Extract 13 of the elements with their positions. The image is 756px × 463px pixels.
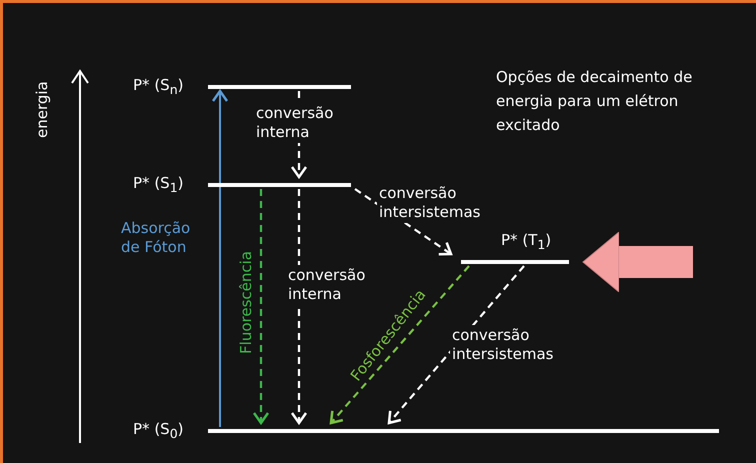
level-label: P* (S$_{1}$) [133,174,184,197]
arrow [330,265,470,424]
level-label: P* (S$_{n}$) [133,76,184,99]
arrow [212,90,228,427]
edge-label: Absorção de Fóton [121,219,192,257]
note-text: Opções de decaimento de energia para um elétron excitado [496,67,694,136]
arrow [388,265,525,424]
block-arrow [582,232,693,292]
edge-label: Fluorescência [236,251,256,354]
level-label: P* (T$_{1}$) [501,231,552,254]
axis-label: energia [33,81,52,138]
level-label: P* (S$_{0}$) [133,420,184,443]
arrow [252,189,270,424]
